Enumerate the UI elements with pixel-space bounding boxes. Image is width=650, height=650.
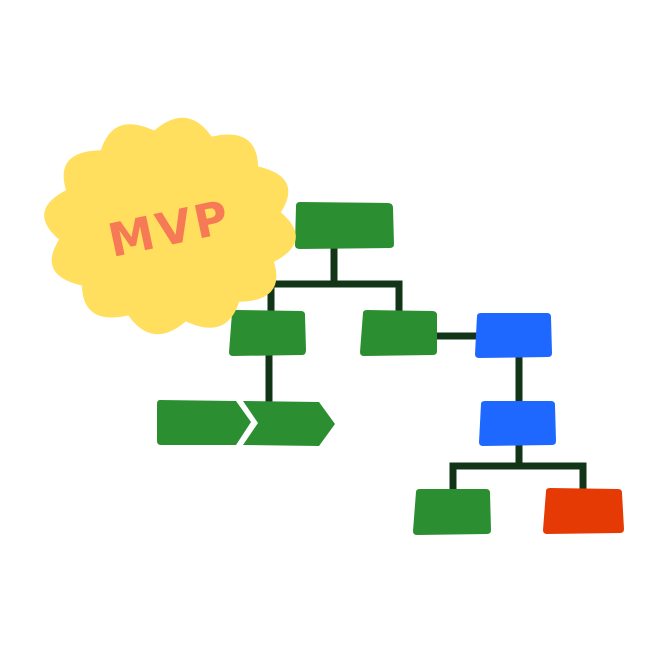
edge-blue-mid-to-leaves — [449, 442, 587, 498]
mvp-badge: MVP — [44, 117, 296, 335]
node-arrow-step-2 — [243, 401, 335, 446]
node-leaf-green — [413, 489, 491, 535]
node-leaf-red — [543, 488, 624, 534]
starburst-shape — [44, 117, 296, 335]
node-root — [295, 202, 394, 249]
node-child-left — [229, 310, 306, 356]
node-child-right — [360, 310, 437, 356]
connector-lines — [265, 244, 587, 498]
node-blue-top — [475, 313, 552, 358]
diagram-nodes — [157, 202, 624, 535]
edge-root-to-children — [267, 244, 403, 318]
node-blue-mid — [479, 401, 556, 446]
node-arrow-step-1 — [157, 400, 251, 445]
